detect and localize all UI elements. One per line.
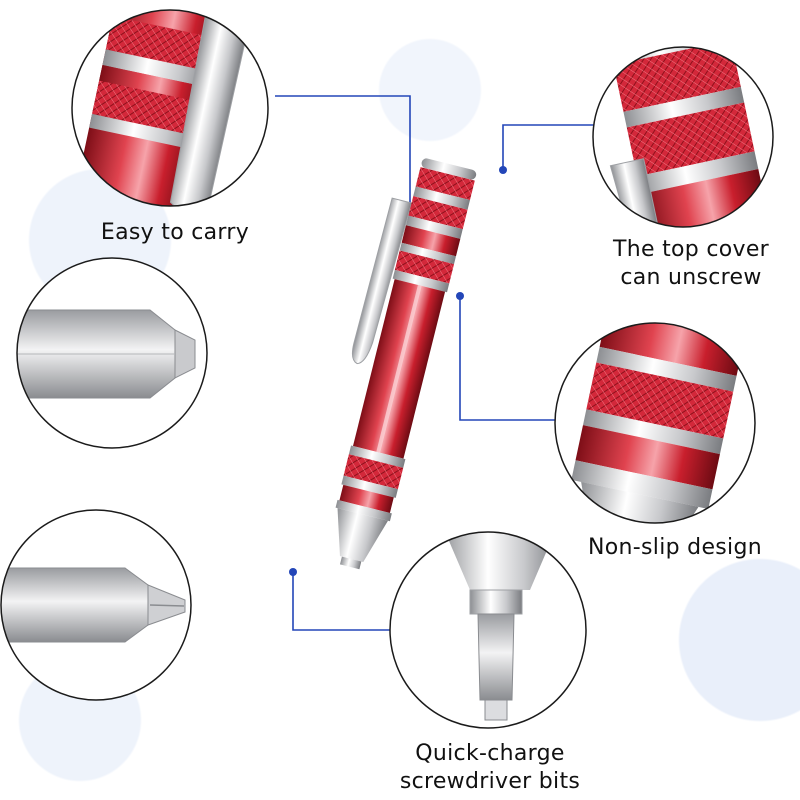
detail-flat-bit-circle (16, 257, 208, 449)
dot-bits (289, 568, 297, 576)
caption-top-cover-line2: can unscrew (620, 265, 762, 290)
caption-bits-line2: screwdriver bits (399, 769, 581, 794)
connector-non-slip (459, 296, 560, 421)
caption-non-slip-text: Non-slip design (588, 535, 762, 560)
caption-non-slip: Non-slip design (560, 534, 790, 562)
detail-clip-circle (71, 0, 269, 225)
connector-lines (275, 95, 598, 631)
caption-bits-line1: Quick-charge (415, 741, 565, 766)
dot-non-slip (456, 292, 464, 300)
connector-carry (275, 95, 411, 240)
caption-top-cover-line1: The top cover (612, 237, 769, 262)
connector-top-cover (502, 124, 598, 170)
detail-phillips-bit-circle (0, 509, 192, 701)
detail-grip-circle (554, 304, 756, 542)
caption-easy-to-carry-text: Easy to carry (100, 220, 250, 245)
caption-easy-to-carry: Easy to carry (70, 219, 280, 247)
pen-screwdriver (335, 158, 477, 570)
caption-bits: Quick-charge screwdriver bits (380, 740, 600, 796)
connector-bits (292, 572, 392, 631)
dot-top-cover (499, 166, 507, 174)
caption-top-cover: The top cover can unscrew (586, 236, 796, 292)
detail-bit-tip-circle (389, 531, 587, 729)
detail-top-cover-circle (592, 30, 774, 244)
pen-clip (351, 197, 413, 365)
